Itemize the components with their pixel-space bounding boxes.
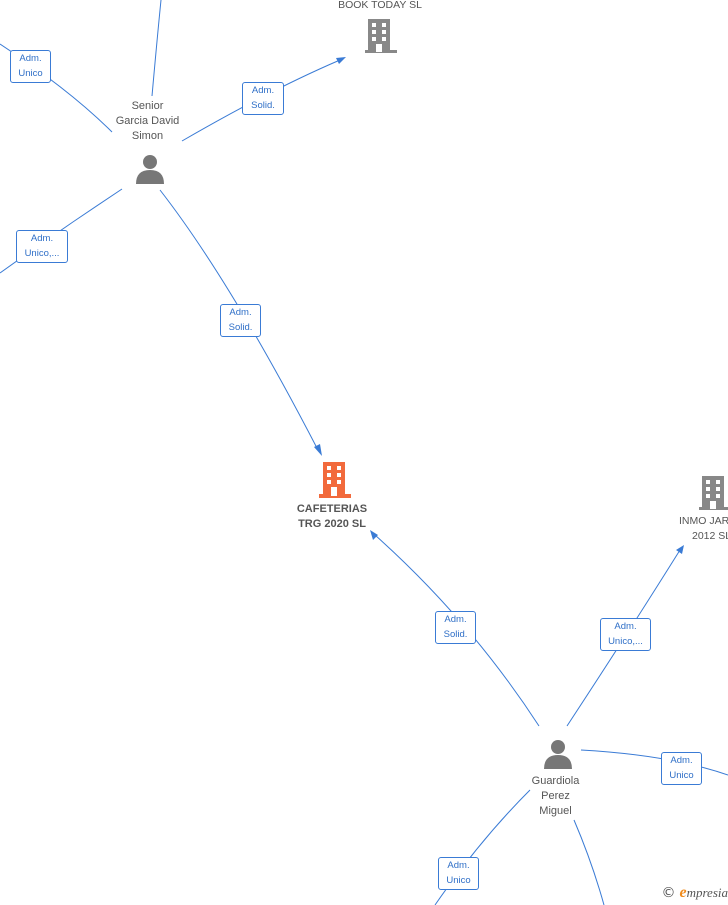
company-label-book-today[interactable]: BOOK TODAY SL xyxy=(338,0,422,11)
edge-senior-top xyxy=(151,0,162,97)
brand-logo-initial: e xyxy=(679,884,687,901)
edge-label-senior-cafeterias[interactable]: Adm. Solid. xyxy=(220,304,261,337)
person-icon[interactable] xyxy=(134,153,166,185)
arrow-inmo xyxy=(676,545,684,554)
person-icon[interactable] xyxy=(542,738,574,770)
edge-guardiola-offbottom-right xyxy=(573,819,605,905)
edge-senior-cafeterias xyxy=(159,189,319,451)
edge-guardiola-offbottom-left xyxy=(434,789,531,905)
person-label-senior[interactable]: Senior Garcia David Simon xyxy=(115,100,180,142)
arrow-cafeterias-bottom xyxy=(370,530,378,540)
arrow-book xyxy=(336,57,346,64)
edge-label-senior-offleft-top[interactable]: Adm. Unico xyxy=(10,50,51,83)
building-icon[interactable] xyxy=(699,476,728,510)
edge-label-guardiola-inmo[interactable]: Adm. Unico,... xyxy=(600,618,651,651)
brand-logo-text: mpresia xyxy=(686,885,728,900)
arrow-cafeterias-top xyxy=(314,444,322,456)
focus-building-icon[interactable] xyxy=(319,462,351,498)
edge-label-senior-book[interactable]: Adm. Solid. xyxy=(242,82,284,115)
company-label-inmo[interactable]: INMO JAR 2012 SL xyxy=(679,515,728,542)
building-icon[interactable] xyxy=(365,19,397,53)
person-label-guardiola[interactable]: Guardiola Perez Miguel xyxy=(531,775,580,817)
edge-label-guardiola-offbottom[interactable]: Adm. Unico xyxy=(438,857,479,890)
edge-label-guardiola-cafeterias[interactable]: Adm. Solid. xyxy=(435,611,476,644)
empresia-watermark: ©empresia xyxy=(661,884,728,902)
edge-guardiola-offright xyxy=(580,749,728,776)
edge-label-senior-offleft-mid[interactable]: Adm. Unico,... xyxy=(16,230,68,263)
copyright-icon: © xyxy=(661,885,676,901)
company-label-cafeterias[interactable]: CAFETERIAS TRG 2020 SL xyxy=(296,503,368,530)
edge-label-guardiola-offright[interactable]: Adm. Unico xyxy=(661,752,702,785)
